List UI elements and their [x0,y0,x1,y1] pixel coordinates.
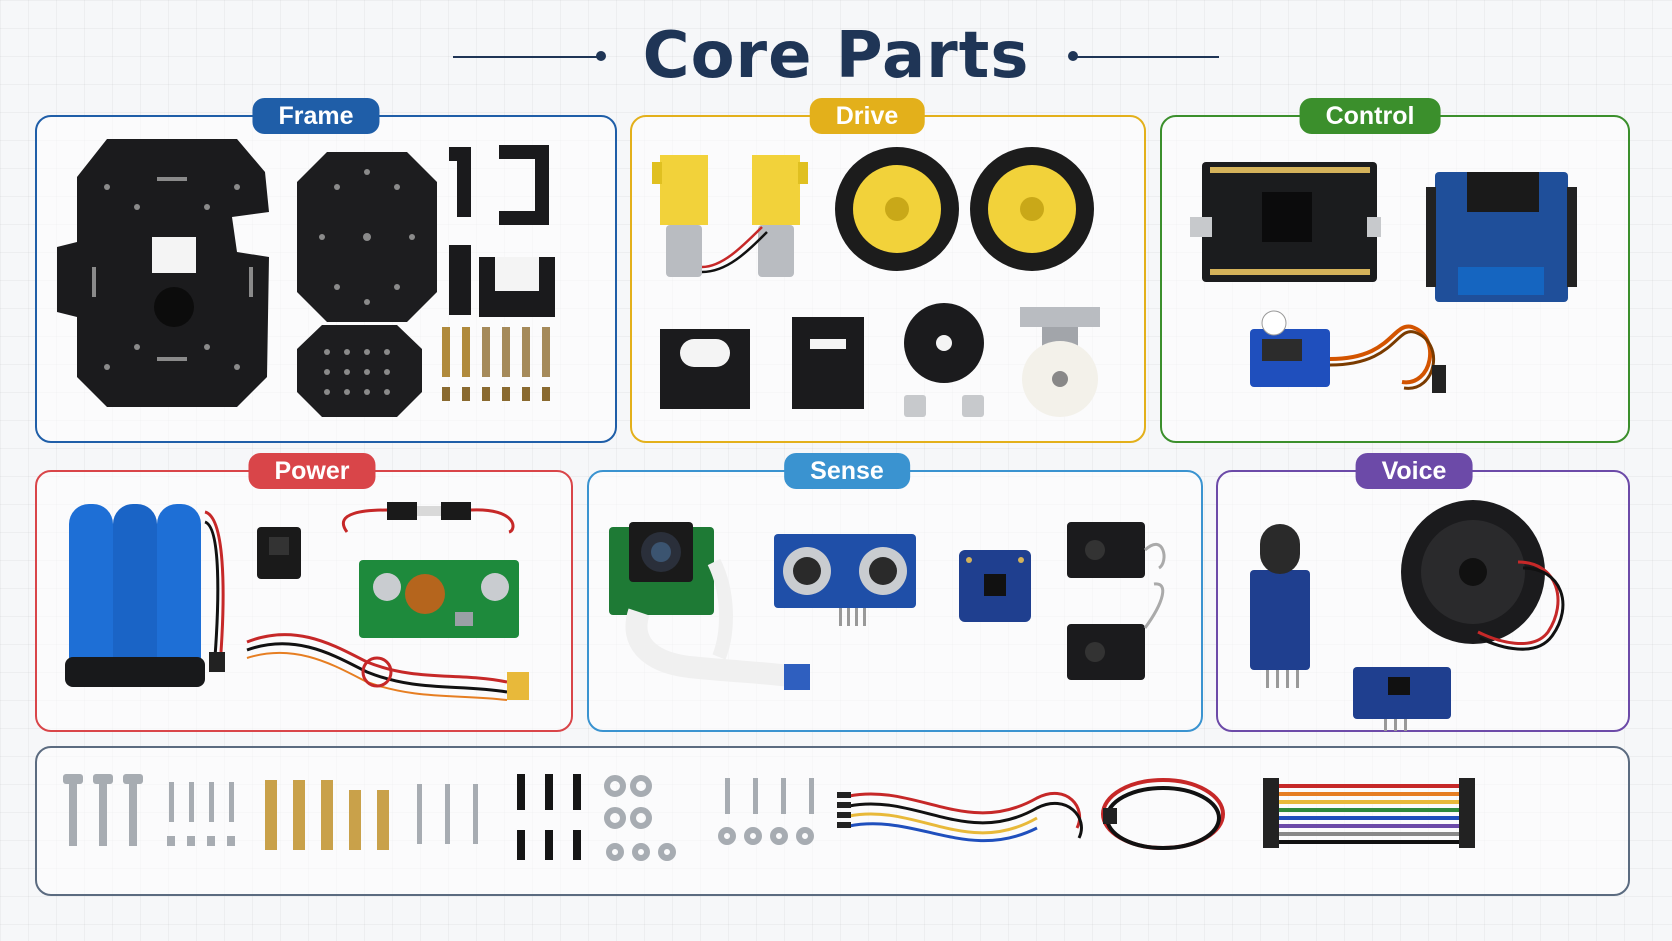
ultrasonic-sensor-icon [774,534,916,626]
servo-icon [1250,310,1446,393]
camera-module-icon [609,522,810,690]
chassis-plate-icon [57,139,269,407]
fuse-holder-icon [342,502,515,534]
power-panel: Power [35,453,573,732]
sense-panel: Sense [587,453,1203,732]
washer-icon [604,775,676,861]
amplifier-module-icon [1353,667,1451,731]
l-bracket-icon [449,145,549,225]
frame-badge: Frame [252,98,380,134]
small-plate-icon [297,325,422,417]
line-sensor-icon [1067,522,1166,680]
caster-wheel-icon [1020,307,1100,417]
control-panel: Control [1160,98,1630,443]
sense-badge: Sense [784,453,910,489]
shaft-coupler-icon [904,395,984,417]
page-title: Core Parts [642,19,1030,93]
brass-standoff-icon [265,780,389,850]
hardware-panel [35,746,1630,896]
gear-motor-icon [652,155,808,277]
voice-panel: Voice [1216,453,1630,732]
screw-icon [63,774,814,846]
cable-icon [1101,778,1225,850]
wiring-harness-icon [246,633,529,701]
motor-mount-icon [660,317,864,409]
control-badge: Control [1299,98,1441,134]
u-bracket-icon [449,245,555,317]
voice-badge: Voice [1355,453,1473,489]
nylon-screw-icon [517,774,581,860]
power-switch-icon [257,527,301,579]
battery-pack-icon [65,504,225,687]
title-rule-right [1073,56,1219,58]
microcontroller-board-icon [1190,162,1381,282]
speaker-icon [1401,500,1565,651]
standoff-icon [442,327,550,401]
drive-panel: Drive [630,98,1146,443]
power-badge: Power [248,453,376,489]
buck-converter-icon [359,560,519,638]
motor-driver-board-icon [1426,172,1577,302]
title-dot-left [596,51,606,61]
encoder-disc-icon [904,303,984,383]
nut-icon [718,827,814,845]
imu-module-icon [959,550,1031,622]
title-rule-left [453,56,599,58]
microphone-module-icon [1250,524,1310,688]
ribbon-jumper-icon [1263,778,1475,848]
drive-badge: Drive [809,98,925,134]
title-area: Core Parts [0,14,1672,98]
octagon-plate-icon [297,152,437,322]
jumper-wire-icon [837,791,1083,843]
frame-panel: Frame [35,98,617,443]
wheel-icon [835,147,1094,271]
